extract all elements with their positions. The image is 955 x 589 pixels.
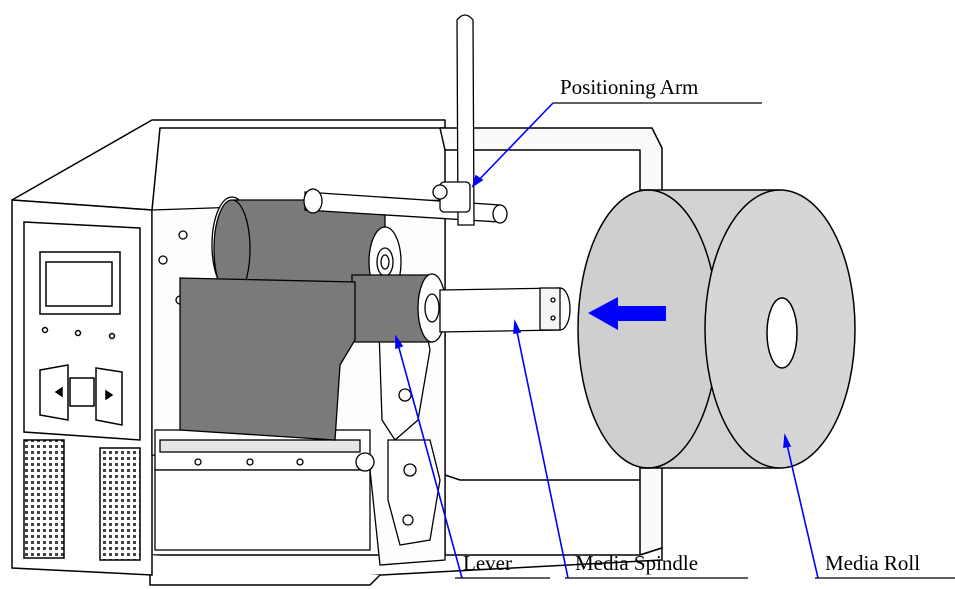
vent-grille-left	[23, 439, 65, 559]
label-media-spindle: Media Spindle	[575, 551, 699, 575]
media-roll	[577, 189, 856, 469]
vent-grille-right	[99, 447, 141, 561]
label-positioning-arm: Positioning Arm	[560, 75, 699, 99]
positioning-arm	[456, 14, 475, 226]
media-roll-core	[766, 297, 798, 369]
ribbon-web	[179, 277, 356, 441]
front-control-panel	[11, 199, 153, 576]
keypad	[39, 364, 123, 426]
label-media-roll: Media Roll	[825, 551, 921, 575]
positioning-arm-assembly	[303, 14, 508, 226]
callout-leaders	[395, 102, 819, 579]
lcd-display	[45, 261, 113, 307]
arrow-left-icon	[588, 297, 666, 330]
label-lever: Lever	[463, 551, 512, 575]
ribbon-takeup-roll	[179, 273, 447, 441]
media-spindle	[439, 287, 571, 333]
callout-underlines	[455, 102, 955, 579]
